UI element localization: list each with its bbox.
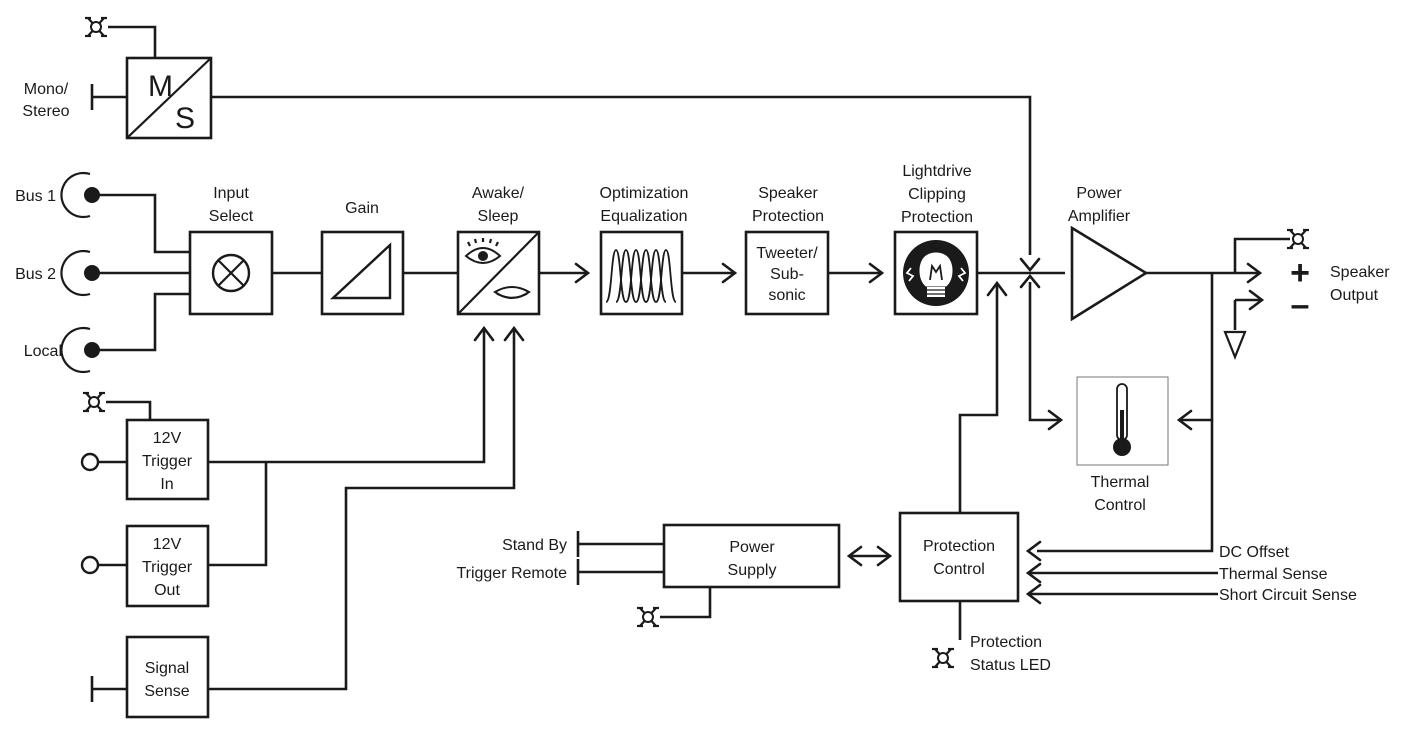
power-supply-box: Power Supply xyxy=(662,523,841,589)
optimization-line-2: Equalization xyxy=(600,208,687,225)
lightdrive-line-1: Lightdrive xyxy=(902,163,971,180)
speaker-protection-line-1: Speaker xyxy=(758,185,818,202)
led-icon xyxy=(932,647,954,669)
ms-s: S xyxy=(175,102,195,135)
thermometer-icon xyxy=(1113,383,1131,456)
protection-status-line-2: Status LED xyxy=(970,657,1051,674)
bus2-label: Bus 2 xyxy=(15,266,56,283)
thermal-control-line-1: Thermal xyxy=(1091,474,1150,491)
local-label: Local xyxy=(24,343,62,360)
arrowheads xyxy=(473,257,1265,605)
awake-sleep-line-1: Awake/ xyxy=(472,185,525,202)
mute-switch-icon xyxy=(85,16,107,38)
stand-by-label: Stand By xyxy=(502,537,567,554)
trigger-in-line-3: In xyxy=(160,476,173,493)
gain-ramp-icon xyxy=(329,242,392,300)
multiply-icon xyxy=(211,253,251,293)
mono-stereo-switch-box: M S xyxy=(125,56,213,140)
power-amplifier-line-2: Amplifier xyxy=(1068,208,1131,225)
speaker-protection-line-2: Protection xyxy=(752,208,824,225)
protection-control-line-1: Protection xyxy=(923,538,995,555)
tweeter-line-1: Tweeter/ xyxy=(756,245,818,262)
signal-sense-box: Signal Sense xyxy=(125,635,210,719)
trigger-in-box: 12V Trigger In xyxy=(125,418,210,501)
trigger-out-line-2: Trigger xyxy=(142,559,193,576)
trigger-out-jack-icon xyxy=(80,555,100,575)
minus-sign: – xyxy=(1291,286,1310,324)
wires xyxy=(90,25,1290,702)
ms-m: M xyxy=(148,70,173,103)
eye-closed-icon xyxy=(493,286,531,299)
trigger-in-jack-icon xyxy=(80,452,100,472)
thermal-control-line-2: Control xyxy=(1094,497,1146,514)
dc-offset-label: DC Offset xyxy=(1219,544,1290,561)
trigger-out-line-3: Out xyxy=(154,582,180,599)
trigger-out-line-1: 12V xyxy=(153,536,182,553)
jack-icon xyxy=(60,249,100,297)
input-select-box xyxy=(188,230,274,316)
filter-bank-icon xyxy=(605,249,677,303)
trigger-in-line-1: 12V xyxy=(153,430,182,447)
triangle-amplifier-icon xyxy=(1070,225,1149,322)
mute-switch-icon xyxy=(83,391,105,413)
ground-icon xyxy=(1223,330,1247,360)
trigger-out-box: 12V Trigger Out xyxy=(125,524,210,608)
awake-sleep-line-2: Sleep xyxy=(478,208,519,225)
trigger-in-line-2: Trigger xyxy=(142,453,193,470)
speaker-output-line-1: Speaker xyxy=(1330,264,1390,281)
lightdrive-line-2: Clipping xyxy=(908,186,966,203)
bulb-icon xyxy=(903,240,969,306)
input-select-line-1: Input xyxy=(213,185,249,202)
lightdrive-line-3: Protection xyxy=(901,209,973,226)
jack-icon xyxy=(60,171,100,219)
bus1-label: Bus 1 xyxy=(15,188,56,205)
power-supply-line-1: Power xyxy=(729,539,775,556)
gain-label: Gain xyxy=(345,200,379,217)
optimization-line-1: Optimization xyxy=(600,185,689,202)
protection-control-box: Protection Control xyxy=(898,511,1020,603)
short-circuit-label: Short Circuit Sense xyxy=(1219,587,1357,604)
eye-open-icon xyxy=(464,238,502,264)
speaker-output-line-2: Output xyxy=(1330,287,1379,304)
mono-stereo-line-2: Stereo xyxy=(22,103,69,120)
thermal-control-box xyxy=(1076,376,1169,466)
input-select-line-2: Select xyxy=(209,208,254,225)
lightdrive-box xyxy=(893,230,979,316)
thermal-sense-label: Thermal Sense xyxy=(1219,566,1328,583)
protection-status-line-1: Protection xyxy=(970,634,1042,651)
mono-stereo-line-1: Mono/ xyxy=(24,81,69,98)
awake-sleep-box xyxy=(456,230,541,316)
signal-sense-line-1: Signal xyxy=(145,660,189,677)
protection-control-line-2: Control xyxy=(933,561,985,578)
gain-box xyxy=(320,230,405,316)
jack-icon xyxy=(60,326,100,374)
power-supply-line-2: Supply xyxy=(728,562,777,579)
signal-sense-line-2: Sense xyxy=(144,683,189,700)
speaker-protection-box: Tweeter/ Sub- sonic xyxy=(744,230,830,316)
power-amplifier-line-1: Power xyxy=(1076,185,1122,202)
tweeter-line-2: Sub- xyxy=(770,266,804,283)
mute-switch-icon xyxy=(637,606,659,628)
equalization-box xyxy=(599,230,684,316)
mute-switch-icon xyxy=(1287,228,1309,250)
tweeter-line-3: sonic xyxy=(768,287,805,304)
trigger-remote-label: Trigger Remote xyxy=(456,565,567,582)
plus-sign: + xyxy=(1290,254,1310,292)
labels: Mono/ Stereo Bus 1 Bus 2 Local Input Sel… xyxy=(15,81,1390,674)
